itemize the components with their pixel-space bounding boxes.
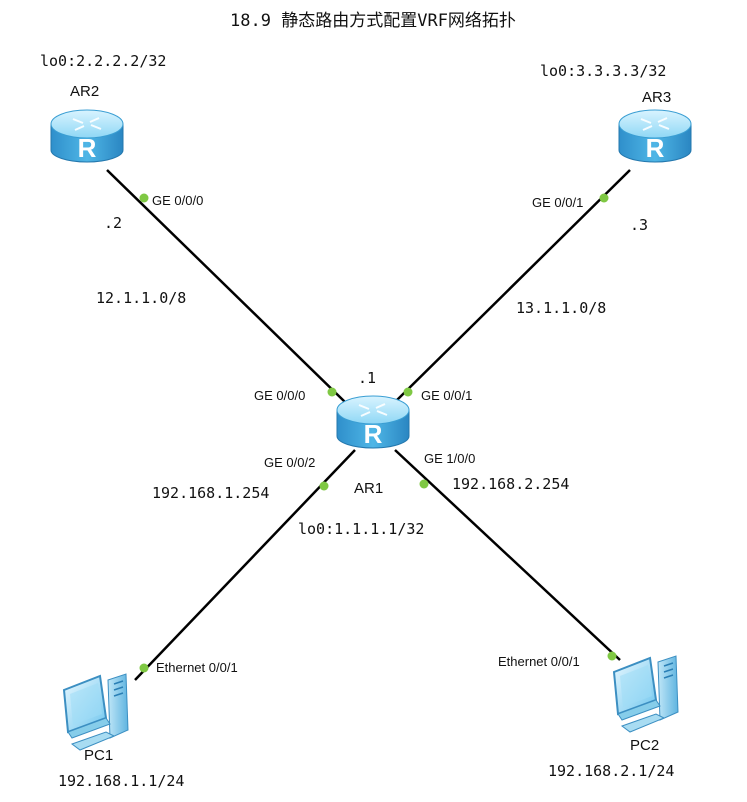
pc1-name: PC1 <box>84 747 113 764</box>
port-dot-ar2-ge000 <box>139 193 149 203</box>
ar2-loopback: lo0:2.2.2.2/32 <box>40 52 166 70</box>
pc-icon-pc2 <box>613 655 679 733</box>
ar1-port-ge000: GE 0/0/0 <box>254 388 305 403</box>
pc2-name: PC2 <box>630 737 659 754</box>
port-dot-ar3-ge001 <box>599 193 609 203</box>
pc2-port: Ethernet 0/0/1 <box>498 654 580 669</box>
ar1-name: AR1 <box>354 480 383 497</box>
link-ar1-pc1 <box>134 449 356 681</box>
ar1-port-ge100: GE 1/0/0 <box>424 451 475 466</box>
link-ar1-pc2 <box>394 449 621 661</box>
ar1-host: .1 <box>358 369 376 387</box>
port-dot-ar1-ge100 <box>419 479 429 489</box>
port-dot-ar1-ge000 <box>327 387 337 397</box>
port-dot-ar1-ge001 <box>403 387 413 397</box>
ar1-port-ge002: GE 0/0/2 <box>264 455 315 470</box>
port-dot-pc1-eth <box>139 663 149 673</box>
link-ar1-ar3 <box>394 169 631 403</box>
ar2-port: GE 0/0/0 <box>152 193 203 208</box>
router-icon-ar1 <box>336 395 410 450</box>
ar1-ip-pc1-side: 192.168.1.254 <box>152 484 269 502</box>
port-dot-ar1-ge002 <box>319 481 329 491</box>
port-dot-pc2-eth <box>607 651 617 661</box>
pc1-ip: 192.168.1.1/24 <box>58 772 184 790</box>
net-ar1-ar3: 13.1.1.0/8 <box>516 299 606 317</box>
ar3-name: AR3 <box>642 89 671 106</box>
ar3-host: .3 <box>630 216 648 234</box>
ar2-host: .2 <box>104 214 122 232</box>
link-ar1-ar2 <box>106 169 346 403</box>
diagram-title: 18.9 静态路由方式配置VRF网络拓扑 <box>230 11 516 31</box>
router-icon-ar2 <box>50 109 124 164</box>
ar1-ip-pc2-side: 192.168.2.254 <box>452 475 569 493</box>
pc1-port: Ethernet 0/0/1 <box>156 660 238 675</box>
router-icon-ar3 <box>618 109 692 164</box>
pc2-ip: 192.168.2.1/24 <box>548 762 674 780</box>
ar3-port: GE 0/0/1 <box>532 195 583 210</box>
ar3-loopback: lo0:3.3.3.3/32 <box>540 62 666 80</box>
ar2-name: AR2 <box>70 83 99 100</box>
net-ar1-ar2: 12.1.1.0/8 <box>96 289 186 307</box>
ar1-loopback: lo0:1.1.1.1/32 <box>298 520 424 538</box>
ar1-port-ge001: GE 0/0/1 <box>421 388 472 403</box>
pc-icon-pc1 <box>63 673 129 751</box>
